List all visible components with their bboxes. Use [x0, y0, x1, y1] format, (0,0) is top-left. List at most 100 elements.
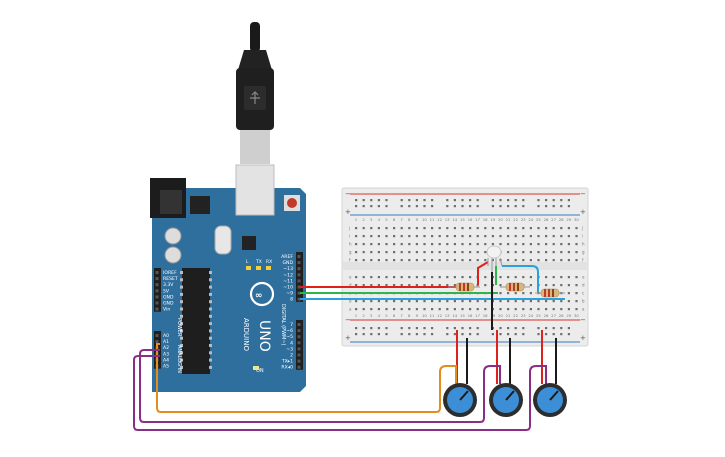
rail-hole[interactable] — [453, 327, 456, 330]
terminal-hole[interactable] — [362, 284, 365, 287]
terminal-hole[interactable] — [362, 243, 365, 246]
terminal-hole[interactable] — [438, 259, 441, 262]
rail-hole[interactable] — [567, 327, 570, 330]
terminal-hole[interactable] — [446, 259, 449, 262]
rail-hole[interactable] — [476, 205, 479, 208]
terminal-hole[interactable] — [385, 243, 388, 246]
terminal-hole[interactable] — [370, 259, 373, 262]
terminal-hole[interactable] — [491, 243, 494, 246]
potentiometer-2[interactable] — [489, 383, 523, 417]
rgb-led[interactable] — [486, 245, 503, 272]
wire-a1-pot2[interactable] — [139, 349, 501, 423]
terminal-hole[interactable] — [370, 300, 373, 303]
terminal-hole[interactable] — [499, 227, 502, 230]
terminal-hole[interactable] — [560, 259, 563, 262]
terminal-hole[interactable] — [408, 227, 411, 230]
terminal-hole[interactable] — [453, 259, 456, 262]
terminal-hole[interactable] — [476, 227, 479, 230]
terminal-hole[interactable] — [377, 300, 380, 303]
terminal-hole[interactable] — [385, 251, 388, 254]
rail-hole[interactable] — [461, 205, 464, 208]
header-pin[interactable] — [297, 261, 301, 265]
terminal-hole[interactable] — [507, 276, 510, 279]
terminal-hole[interactable] — [476, 259, 479, 262]
rail-hole[interactable] — [453, 205, 456, 208]
terminal-hole[interactable] — [400, 251, 403, 254]
terminal-hole[interactable] — [362, 259, 365, 262]
terminal-hole[interactable] — [393, 243, 396, 246]
terminal-hole[interactable] — [484, 259, 487, 262]
rail-hole[interactable] — [499, 199, 502, 202]
terminal-hole[interactable] — [522, 227, 525, 230]
rail-hole[interactable] — [453, 333, 456, 336]
terminal-hole[interactable] — [537, 300, 540, 303]
terminal-hole[interactable] — [393, 235, 396, 238]
terminal-hole[interactable] — [423, 259, 426, 262]
terminal-hole[interactable] — [408, 284, 411, 287]
terminal-hole[interactable] — [522, 251, 525, 254]
terminal-hole[interactable] — [560, 300, 563, 303]
reset-button[interactable] — [287, 198, 297, 208]
terminal-hole[interactable] — [393, 227, 396, 230]
header-pin[interactable] — [297, 347, 301, 351]
terminal-hole[interactable] — [385, 300, 388, 303]
terminal-hole[interactable] — [446, 276, 449, 279]
wire-led-blue[interactable] — [502, 265, 539, 292]
terminal-hole[interactable] — [377, 251, 380, 254]
rail-hole[interactable] — [408, 327, 411, 330]
terminal-hole[interactable] — [560, 235, 563, 238]
terminal-hole[interactable] — [545, 284, 548, 287]
terminal-hole[interactable] — [431, 251, 434, 254]
terminal-hole[interactable] — [507, 243, 510, 246]
terminal-hole[interactable] — [446, 300, 449, 303]
header-pin[interactable] — [155, 277, 159, 281]
terminal-hole[interactable] — [461, 308, 464, 311]
terminal-hole[interactable] — [529, 308, 532, 311]
terminal-hole[interactable] — [507, 227, 510, 230]
rail-hole[interactable] — [362, 205, 365, 208]
rail-hole[interactable] — [469, 205, 472, 208]
terminal-hole[interactable] — [453, 284, 456, 287]
terminal-hole[interactable] — [514, 227, 517, 230]
rail-hole[interactable] — [370, 327, 373, 330]
rail-hole[interactable] — [355, 205, 358, 208]
terminal-hole[interactable] — [438, 243, 441, 246]
header-pin[interactable] — [297, 341, 301, 345]
terminal-hole[interactable] — [385, 276, 388, 279]
terminal-hole[interactable] — [560, 308, 563, 311]
terminal-hole[interactable] — [400, 308, 403, 311]
rail-hole[interactable] — [355, 199, 358, 202]
rail-hole[interactable] — [469, 327, 472, 330]
header-pin[interactable] — [297, 353, 301, 357]
header-pin[interactable] — [297, 359, 301, 363]
terminal-hole[interactable] — [469, 243, 472, 246]
terminal-hole[interactable] — [415, 235, 418, 238]
header-pin[interactable] — [297, 273, 301, 277]
header-pin[interactable] — [297, 365, 301, 369]
terminal-hole[interactable] — [377, 259, 380, 262]
terminal-hole[interactable] — [514, 251, 517, 254]
wire-a0-pot1[interactable] — [156, 343, 457, 413]
terminal-hole[interactable] — [575, 284, 578, 287]
rail-hole[interactable] — [514, 205, 517, 208]
terminal-hole[interactable] — [552, 251, 555, 254]
terminal-hole[interactable] — [545, 251, 548, 254]
terminal-hole[interactable] — [355, 235, 358, 238]
terminal-hole[interactable] — [476, 251, 479, 254]
terminal-hole[interactable] — [415, 259, 418, 262]
rail-hole[interactable] — [461, 199, 464, 202]
terminal-hole[interactable] — [484, 300, 487, 303]
terminal-hole[interactable] — [377, 235, 380, 238]
rail-hole[interactable] — [552, 205, 555, 208]
terminal-hole[interactable] — [377, 243, 380, 246]
rail-hole[interactable] — [400, 333, 403, 336]
terminal-hole[interactable] — [385, 235, 388, 238]
terminal-hole[interactable] — [370, 308, 373, 311]
terminal-hole[interactable] — [423, 276, 426, 279]
terminal-hole[interactable] — [453, 276, 456, 279]
terminal-hole[interactable] — [453, 308, 456, 311]
terminal-hole[interactable] — [484, 284, 487, 287]
rail-hole[interactable] — [560, 199, 563, 202]
rail-hole[interactable] — [431, 205, 434, 208]
header-pin[interactable] — [155, 289, 159, 293]
